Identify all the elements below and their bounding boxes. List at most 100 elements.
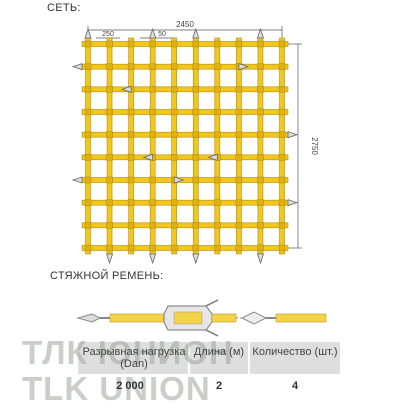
net-grid <box>81 37 289 255</box>
net-junction <box>214 40 221 48</box>
net-junction <box>257 40 264 48</box>
net-junction <box>84 108 92 116</box>
net-junction <box>149 176 156 184</box>
net-horizontal-strap <box>81 63 289 70</box>
net-junction <box>192 40 200 48</box>
net-junction <box>214 176 221 184</box>
net-horizontal-strap <box>81 86 289 93</box>
net-junction <box>278 40 286 48</box>
net-junction <box>235 131 243 138</box>
net-junction <box>235 40 243 48</box>
net-junction <box>84 244 92 252</box>
table-value-length: 2 <box>215 380 223 392</box>
net-junction <box>235 154 243 161</box>
net-vertical-strap <box>214 37 221 255</box>
net-junction <box>278 131 286 138</box>
net-vertical-strap <box>279 37 285 255</box>
net-junction <box>192 222 200 229</box>
net-junction <box>192 86 200 93</box>
net-horizontal-strap <box>81 199 289 206</box>
net-hook-icon <box>149 27 157 39</box>
net-junction <box>106 63 113 70</box>
net-junction <box>257 108 264 116</box>
net-hook-icon <box>192 253 200 265</box>
net-junction <box>170 244 178 252</box>
net-hook-icon <box>192 27 200 39</box>
net-vertical-strap <box>192 37 199 255</box>
net-junction <box>127 244 135 252</box>
net-horizontal-strap <box>81 109 289 115</box>
net-junction <box>192 108 200 116</box>
net-junction <box>278 222 286 229</box>
table-header-length: Длина (м) <box>193 346 245 358</box>
net-junction <box>170 199 178 206</box>
net-hook-icon <box>71 63 83 71</box>
left-hook-icon <box>76 313 102 323</box>
net-junction <box>278 199 286 206</box>
net-junction <box>149 86 156 93</box>
net-junction <box>106 108 113 116</box>
table-header-cell <box>250 342 340 374</box>
net-junction <box>257 86 264 93</box>
net-junction <box>278 176 286 184</box>
right-hook-icon <box>240 311 268 325</box>
table-header-breaking-load: Разрывная нагрузка (Dan) <box>82 346 186 370</box>
net-hook-icon <box>84 27 92 39</box>
net-junction <box>192 131 200 138</box>
net-junction <box>235 176 243 184</box>
net-junction <box>84 86 92 93</box>
small-dim-label: 50 <box>158 31 166 38</box>
net-junction <box>257 154 264 161</box>
net-hook-icon <box>106 253 114 265</box>
net-horizontal-strap <box>81 41 289 47</box>
net-vertical-strap <box>128 37 134 255</box>
net-junction <box>235 108 243 116</box>
net-junction <box>214 86 221 93</box>
net-junction <box>257 222 264 229</box>
width-dim-label: 2450 <box>176 20 194 29</box>
net-junction <box>235 199 243 206</box>
net-junction <box>235 244 243 252</box>
net-junction <box>106 154 113 161</box>
net-junction <box>214 244 221 252</box>
net-hook-icon <box>149 253 157 265</box>
strap-long-band <box>275 313 327 323</box>
net-junction <box>278 154 286 161</box>
net-hook-icon <box>287 131 299 139</box>
net-junction <box>170 131 178 138</box>
watermark-ru: ТЛК ЮНИОН <box>22 334 234 371</box>
net-junction <box>192 63 200 70</box>
net-junction <box>278 63 286 70</box>
net-junction <box>192 244 200 252</box>
net-junction <box>192 199 200 206</box>
net-junction <box>127 131 135 138</box>
net-horizontal-strap <box>81 177 289 183</box>
net-junction <box>170 63 178 70</box>
table-header-cell <box>78 342 188 374</box>
net-junction <box>127 154 135 161</box>
net-vertical-strap <box>257 37 264 255</box>
net-junction <box>170 108 178 116</box>
net-junction <box>127 222 135 229</box>
net-junction <box>84 222 92 229</box>
net-horizontal-strap <box>81 245 289 251</box>
net-vertical-strap <box>149 37 156 255</box>
strap-short-band <box>109 313 173 323</box>
net-junction <box>257 176 264 184</box>
net-junction <box>149 199 156 206</box>
table-header-quantity: Количество (шт.) <box>252 346 338 358</box>
net-vertical-strap <box>171 37 178 255</box>
net-vertical-strap <box>236 37 242 255</box>
net-junction <box>127 40 135 48</box>
net-hook-icon <box>287 199 299 207</box>
net-junction <box>214 222 221 229</box>
net-junction <box>257 131 264 138</box>
height-dim-label: 2750 <box>310 137 319 155</box>
net-junction <box>149 131 156 138</box>
net-junction <box>84 131 92 138</box>
net-junction <box>278 244 286 252</box>
net-vertical-strap <box>106 37 113 255</box>
net-junction <box>149 108 156 116</box>
net-junction <box>127 108 135 116</box>
net-junction <box>170 222 178 229</box>
